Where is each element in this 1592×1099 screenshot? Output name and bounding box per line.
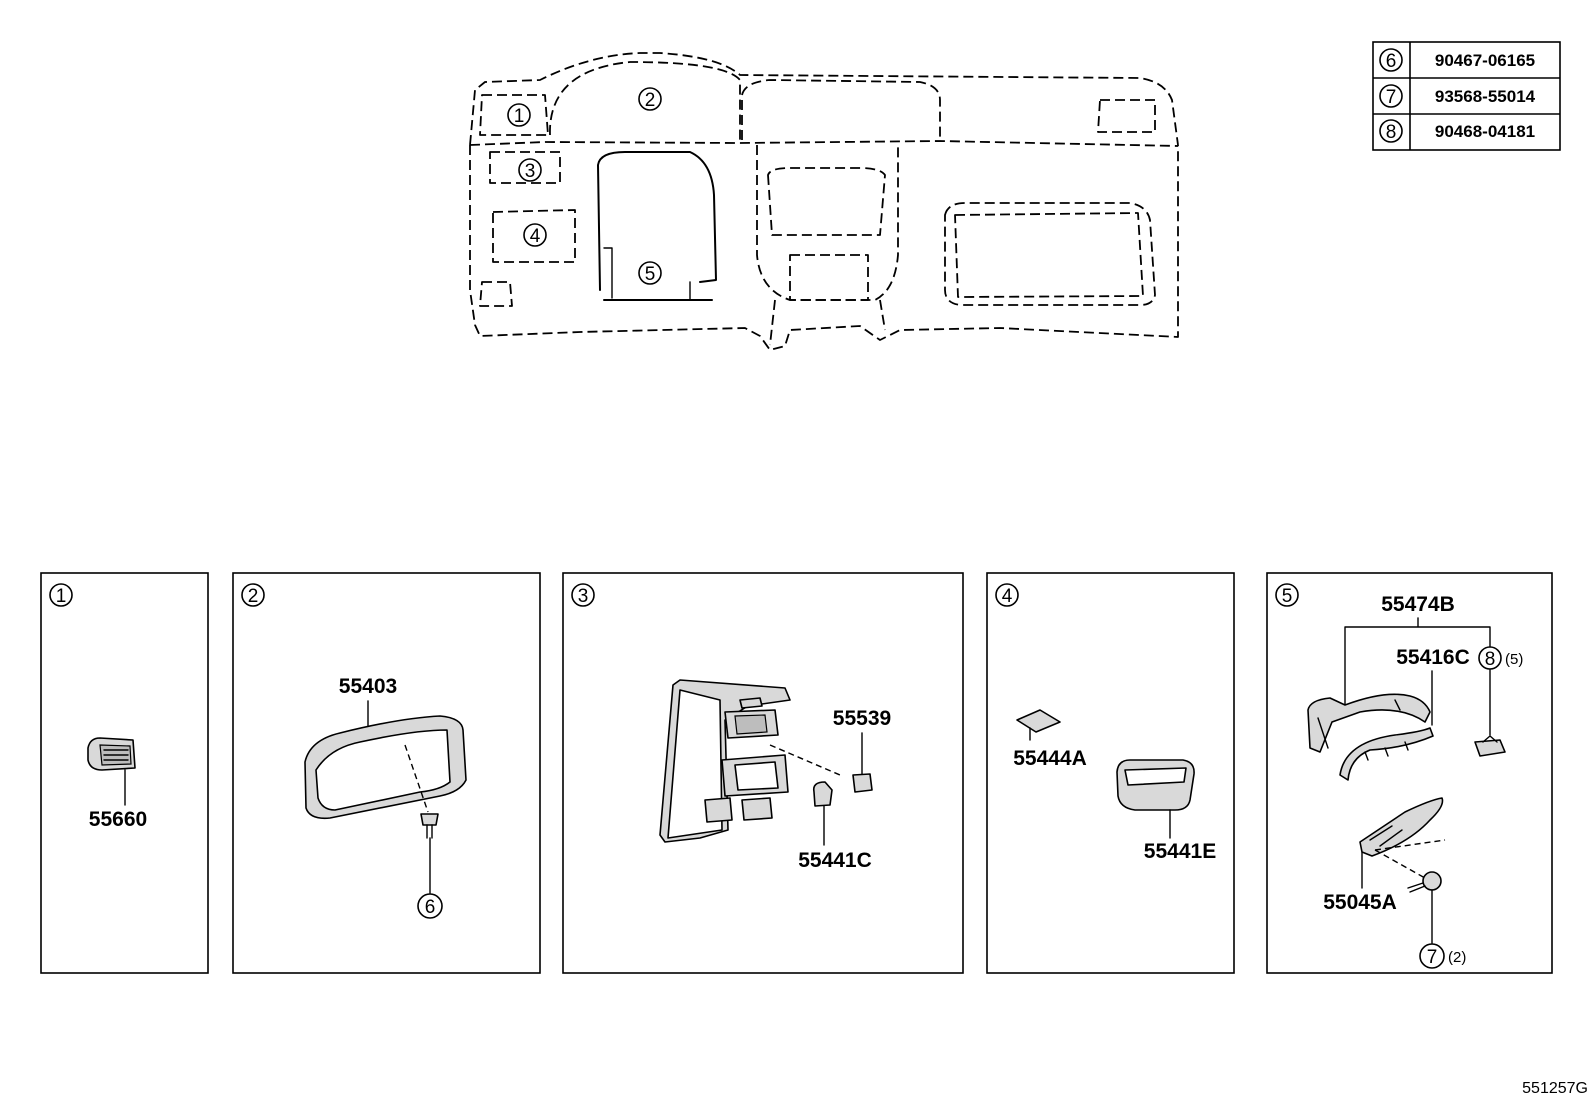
detail-panel-2: 2 55403 6: [232, 572, 541, 974]
svg-text:93568-55014: 93568-55014: [1435, 87, 1536, 106]
clip-part: [1474, 735, 1506, 757]
svg-text:(5): (5): [1505, 651, 1523, 668]
screw-part: [1407, 871, 1442, 893]
parts-table-row: 7 93568-55014: [1379, 84, 1536, 108]
svg-text:7: 7: [1427, 947, 1438, 968]
svg-text:2: 2: [248, 586, 259, 607]
svg-text:4: 4: [1002, 586, 1013, 607]
clip-part: [420, 813, 439, 839]
svg-text:4: 4: [530, 226, 541, 247]
switch-cover-part: [852, 773, 873, 793]
svg-text:2: 2: [645, 90, 656, 111]
svg-text:7: 7: [1386, 87, 1397, 108]
knee-panel-part: [1359, 797, 1444, 857]
svg-text:6: 6: [425, 897, 436, 918]
svg-text:5: 5: [645, 264, 656, 285]
part-number-label: 55441E: [1144, 840, 1216, 863]
part-number-label: 55444A: [1013, 747, 1087, 770]
detail-panel-5: 5 55474B 55416C 8 (5) 55045A: [1266, 572, 1553, 974]
column-cover-lower-part: [1339, 727, 1434, 781]
svg-text:8: 8: [1485, 649, 1496, 670]
switch-hole-cover-part: [812, 781, 833, 807]
overview-callout-3: 3: [518, 158, 542, 182]
overview-callout-1: 1: [507, 103, 531, 127]
svg-text:5: 5: [1282, 586, 1293, 607]
detail-panel-3: 3 55539 55441C: [562, 572, 964, 974]
svg-text:1: 1: [56, 586, 67, 607]
air-vent-part: [87, 737, 136, 771]
dashboard-overview: 1 2 3 4 5: [469, 52, 1179, 351]
overview-callout-2: 2: [638, 87, 662, 111]
clip-part: [1016, 709, 1061, 741]
overview-callout-5: 5: [638, 261, 662, 285]
part-number-label: 55045A: [1323, 891, 1397, 914]
part-number-label: 55403: [339, 675, 397, 698]
svg-text:90467-06165: 90467-06165: [1435, 51, 1535, 70]
lower-panel-part: [659, 679, 791, 843]
column-cover-upper-part: [1307, 693, 1431, 753]
svg-text:90468-04181: 90468-04181: [1435, 122, 1535, 141]
part-number-label: 55441C: [798, 849, 872, 872]
svg-text:(2): (2): [1448, 949, 1466, 966]
svg-text:8: 8: [1386, 122, 1397, 143]
svg-text:3: 3: [525, 161, 536, 182]
parts-table-row: 8 90468-04181: [1379, 119, 1535, 143]
parts-table-row: 6 90467-06165: [1379, 48, 1535, 72]
overview-callout-4: 4: [523, 223, 547, 247]
detail-panel-1: 1 55660: [40, 572, 209, 974]
svg-text:6: 6: [1386, 51, 1397, 72]
part-number-label: 55660: [89, 808, 147, 831]
svg-text:1: 1: [514, 106, 525, 127]
pocket-part: [1116, 759, 1195, 811]
part-number-label: 55539: [833, 707, 891, 730]
parts-table: 6 90467-06165 7 93568-55014 8 90468-0418…: [1372, 41, 1561, 151]
detail-panel-4: 4 55444A 55441E: [986, 572, 1235, 974]
svg-text:3: 3: [578, 586, 589, 607]
diagram-code: 551257G: [1522, 1080, 1588, 1097]
part-number-label: 55474B: [1381, 593, 1455, 616]
part-number-label: 55416C: [1396, 646, 1470, 669]
meter-hood-part: [304, 715, 467, 820]
